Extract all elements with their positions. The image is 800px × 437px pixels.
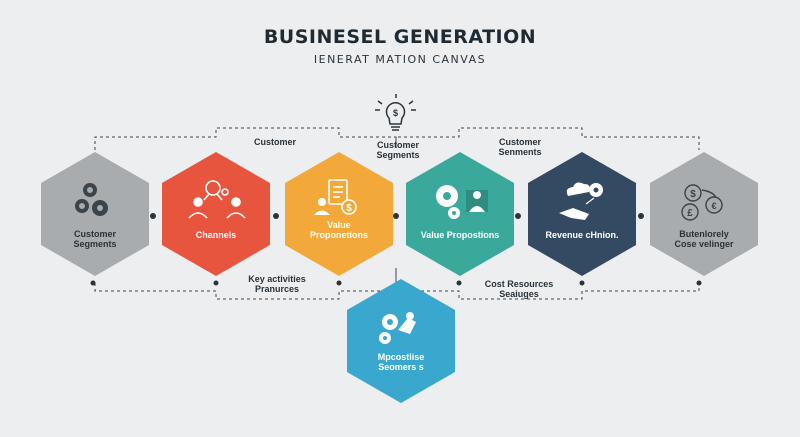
connector-label-bottom-left-line2: Pranurces bbox=[254, 284, 300, 294]
gear-presenter-icon bbox=[436, 185, 488, 219]
document-coin-icon: $ bbox=[314, 179, 357, 215]
hexagon-label-value-propositions-2: Value Propostions bbox=[415, 230, 505, 240]
dot bbox=[638, 213, 644, 219]
hexagon-label-line: Segments bbox=[73, 239, 117, 249]
dot bbox=[150, 213, 156, 219]
connector-label-top-right-line2: Senments bbox=[498, 147, 542, 157]
dot bbox=[393, 213, 399, 219]
connector-label-bottom-right: Cost Resources Seaiuges bbox=[474, 279, 564, 299]
hexagon-label-line: Revenue cHnion. bbox=[545, 230, 619, 240]
hexagon-label-revenue: Revenue cHnion. bbox=[537, 230, 627, 240]
hexagon-label-line: Value bbox=[327, 220, 351, 230]
hexagon-label-line: Mpcostlise bbox=[377, 352, 425, 362]
svg-text:€: € bbox=[711, 201, 716, 211]
dot bbox=[579, 280, 585, 286]
hand-cloud-gear-icon bbox=[559, 182, 603, 220]
gears-hand-icon bbox=[379, 312, 416, 344]
connector-label-top-right: Customer Senments bbox=[485, 137, 555, 157]
lightbulb-dollar-icon: $ bbox=[375, 94, 416, 131]
hexagon-label-line: Butenlorely bbox=[679, 229, 729, 239]
svg-text:$: $ bbox=[690, 189, 696, 200]
connector-dots bbox=[90, 213, 702, 286]
gears-icon bbox=[75, 183, 108, 216]
dot bbox=[336, 280, 342, 286]
connector-label-top-right-line1: Customer bbox=[498, 137, 541, 147]
hexagon-label-key-resources: Mpcostlise Seomers s bbox=[361, 352, 441, 372]
hexagon-channels[interactable] bbox=[162, 152, 270, 276]
dot bbox=[515, 213, 521, 219]
hexagon-label-line: Proponetions bbox=[310, 230, 368, 240]
connector-label-top-center-line1: Customer bbox=[376, 140, 419, 150]
connector-label-top-center-line2: Segments bbox=[376, 150, 420, 160]
svg-text:£: £ bbox=[687, 208, 693, 219]
connector-label-bottom-left: Key activities Pranurces bbox=[232, 274, 322, 294]
hexagon-cost-structure[interactable] bbox=[650, 152, 758, 276]
hexagon-label-customer-segments: Customer Segments bbox=[55, 229, 135, 249]
hexagon-label-line: Cose velinger bbox=[674, 239, 734, 249]
connector-lines bbox=[94, 127, 700, 300]
dot bbox=[696, 280, 702, 286]
hexagon-label-line: Channels bbox=[195, 230, 237, 240]
dot bbox=[273, 213, 279, 219]
connector-label-top-center: Customer Segments bbox=[363, 140, 433, 160]
page-title: BUSINESEL GENERATION bbox=[263, 26, 537, 48]
dot bbox=[456, 280, 462, 286]
dot bbox=[213, 280, 219, 286]
people-network-icon bbox=[188, 180, 246, 219]
dot bbox=[90, 280, 96, 286]
connector-label-bottom-right-line1: Cost Resources bbox=[484, 279, 554, 289]
connector-label-top-left: Customer bbox=[253, 137, 296, 147]
svg-text:$: $ bbox=[346, 203, 352, 214]
currency-cycle-icon: $ £ € bbox=[681, 184, 723, 221]
hexagon-label-line: Value Propostions bbox=[420, 230, 500, 240]
svg-text:$: $ bbox=[393, 108, 398, 118]
connector-label-bottom-left-line1: Key activities bbox=[248, 274, 306, 284]
hexagon-label-line: Customer bbox=[73, 229, 116, 239]
hexagon-key-resources[interactable] bbox=[347, 279, 455, 403]
hexagon-label-cost-structure: Butenlorely Cose velinger bbox=[664, 229, 744, 249]
hexagon-value-propositions-2[interactable] bbox=[406, 152, 514, 276]
connector-label-bottom-right-line2: Seaiuges bbox=[499, 289, 539, 299]
page-subtitle: IENERAT MATION CANVAS bbox=[313, 53, 487, 66]
hexagon-value-propositions-1[interactable] bbox=[285, 152, 393, 276]
hexagon-label-value-propositions-1: Value Proponetions bbox=[299, 220, 379, 240]
top-right-connector bbox=[395, 127, 700, 150]
hexagon-label-channels: Channels bbox=[176, 230, 256, 240]
hexagon-label-line: Seomers s bbox=[378, 362, 424, 372]
bottom-left-connector bbox=[94, 268, 397, 300]
top-left-connector bbox=[94, 127, 397, 150]
